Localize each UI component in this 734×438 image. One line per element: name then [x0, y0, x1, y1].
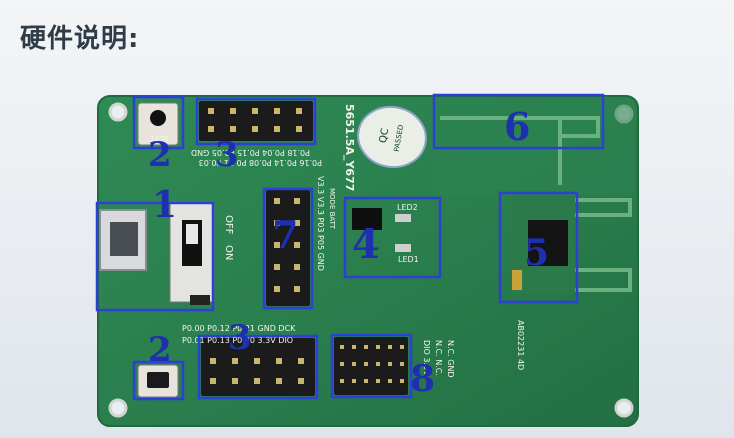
right-header-col2-label: N.C. N.C.: [434, 340, 443, 376]
board-id-label: 5651.5A_Y677: [343, 104, 356, 191]
callout-7: 7: [272, 212, 298, 257]
callout-4: 4: [352, 221, 380, 268]
switch-on-label: ON: [223, 245, 234, 260]
mode-label: MODE BATT: [328, 188, 336, 230]
bottom-header-row1-label: P0.00 P0.12 P0.21 GND DCK: [182, 324, 296, 333]
pcb-antenna: [440, 116, 632, 292]
radio-module: [512, 196, 574, 294]
right-header-col1-label: N.C. GND: [446, 340, 455, 378]
qc-text: QC: [378, 127, 391, 144]
callout-box-3a: [195, 97, 317, 146]
part-number-label: AB02231 4D: [516, 320, 525, 370]
debug-header: [334, 337, 408, 395]
callout-2-bottom: 2: [148, 330, 172, 370]
gpio-header-bottom: [201, 338, 315, 396]
led1-label: LED1: [398, 255, 419, 264]
callout-5: 5: [524, 232, 549, 274]
top-header-row2-label: P0.16 P0.14 P0.08 P0.11 P0.03: [199, 158, 322, 167]
callout-8: 8: [410, 358, 435, 400]
gpio-header-top: [199, 101, 313, 141]
callout-2-top: 2: [148, 135, 172, 175]
callout-boxes: [95, 93, 605, 401]
callout-box-1: [95, 201, 215, 312]
bottom-header-row2-label: P0.01 P0.13 P0.20 3.3V DIO: [182, 336, 293, 345]
page-title: 硬件说明:: [20, 24, 140, 54]
reset-button-top[interactable]: 1F2F: [137, 102, 179, 146]
callout-box-3b: [197, 334, 319, 400]
callout-box-5: [498, 191, 579, 304]
callout-numbers: 1 2 2 3 3 4 5 6 7 8: [148, 104, 549, 400]
top-header-row1-label: P0.18 P0.04 P0.15 P0.05 GND: [191, 148, 310, 157]
callout-3-bottom: 3: [228, 318, 252, 358]
silkscreen-labels: 5651.5A_Y677 P0.18 P0.04 P0.15 P0.05 GND…: [182, 104, 525, 378]
reset-button-bottom[interactable]: [137, 364, 179, 398]
power-pins-label: V3.3 V3.3 P03 P05 GND: [316, 176, 325, 271]
callout-box-7: [262, 187, 314, 310]
callout-box-2a: [132, 95, 185, 150]
callout-6: 6: [504, 104, 530, 149]
callout-box-6: [432, 93, 605, 150]
switch-off-label: OFF: [223, 215, 234, 235]
callout-3-top: 3: [215, 135, 239, 175]
svg-text:1F2F: 1F2F: [150, 135, 170, 144]
led2-label: LED2: [397, 203, 418, 212]
callout-box-8: [330, 333, 413, 399]
qc-passed-stamp: QC PASSED: [357, 105, 427, 169]
led-and-ic-area: [352, 208, 411, 252]
callout-1: 1: [152, 184, 177, 226]
callout-box-2b: [132, 360, 185, 401]
callout-box-4: [343, 196, 442, 279]
right-header-col3-label: DIO 3.3V: [422, 340, 431, 376]
power-jumper-header: [266, 190, 310, 306]
